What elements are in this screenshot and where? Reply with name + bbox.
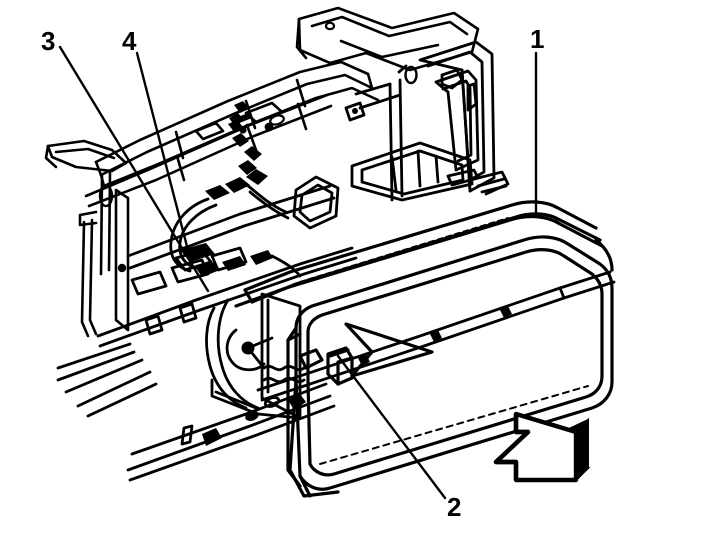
- compartment-housing: [205, 292, 306, 420]
- callout-leader-lines: [58, 45, 538, 500]
- callout-label-3: 3: [41, 26, 55, 56]
- callout-label-1: 1: [530, 24, 544, 54]
- callout-label-4: 4: [122, 26, 137, 56]
- compartment-opening-frame: [292, 40, 510, 230]
- leader-line-2: [336, 354, 447, 500]
- instrument-panel-compartment-door: [234, 200, 614, 498]
- leader-line-3: [58, 45, 210, 293]
- callout-labels: 3 4 1 2: [41, 24, 544, 522]
- removal-direction-arrow: [493, 411, 591, 483]
- leader-line-4: [135, 51, 192, 260]
- callout-label-2: 2: [447, 492, 461, 522]
- instrument-panel-structure: [44, 6, 480, 338]
